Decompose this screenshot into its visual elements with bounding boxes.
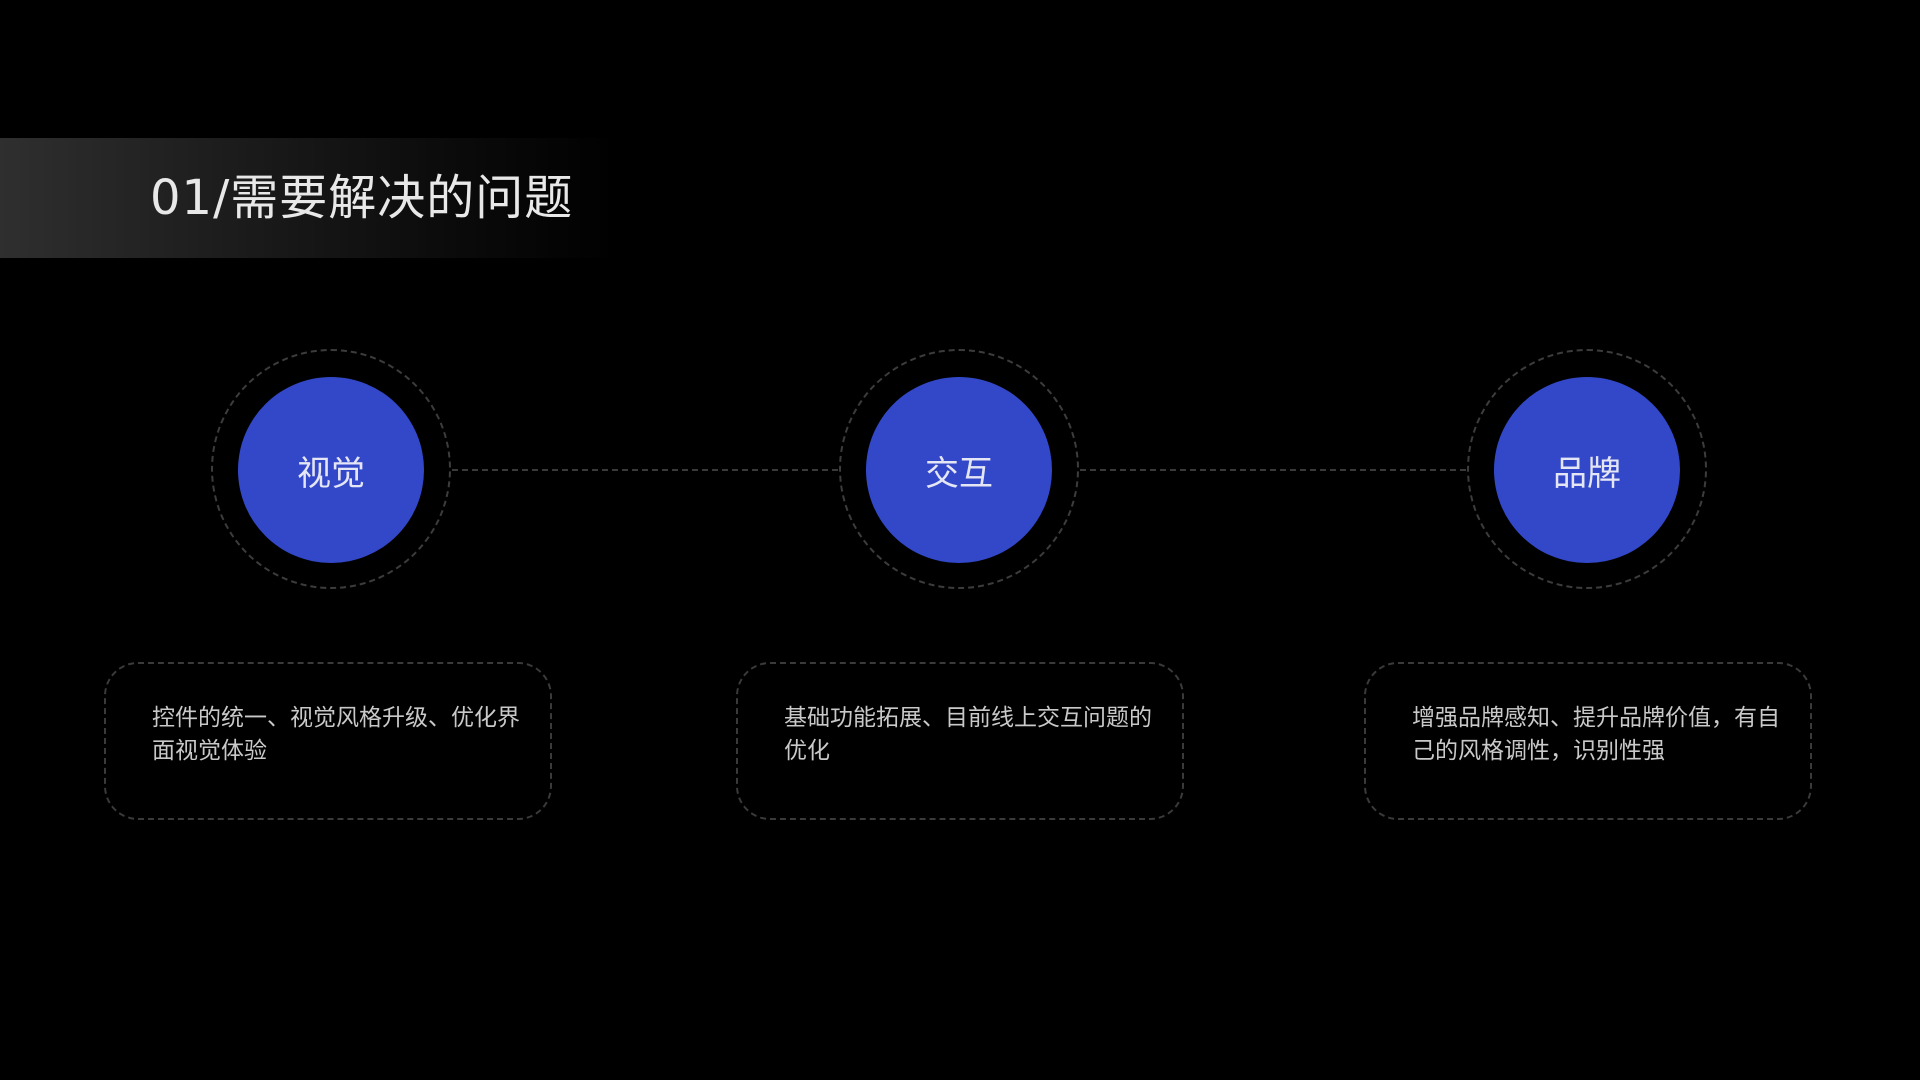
node-label-visual: 视觉 <box>297 453 365 494</box>
node-circle-interaction: 交互 <box>866 377 1052 563</box>
page-title: 01/需要解决的问题 <box>150 170 574 226</box>
title-bar <box>0 138 620 258</box>
description-text-interaction: 基础功能拓展、目前线上交互问题的优化 <box>784 705 1152 764</box>
description-text-brand: 增强品牌感知、提升品牌价值，有自己的风格调性，识别性强 <box>1412 705 1780 764</box>
node-ring-brand <box>1467 349 1707 589</box>
connector-line-2 <box>1080 469 1466 471</box>
node-circle-brand: 品牌 <box>1494 377 1680 563</box>
description-text-visual: 控件的统一、视觉风格升级、优化界面视觉体验 <box>152 705 520 764</box>
node-ring-interaction <box>839 349 1079 589</box>
node-circle-visual: 视觉 <box>238 377 424 563</box>
connector-line-1 <box>452 469 838 471</box>
description-box-interaction: 基础功能拓展、目前线上交互问题的优化 <box>736 662 1184 820</box>
node-label-brand: 品牌 <box>1553 453 1621 494</box>
node-label-interaction: 交互 <box>925 453 993 494</box>
description-box-brand: 增强品牌感知、提升品牌价值，有自己的风格调性，识别性强 <box>1364 662 1812 820</box>
node-ring-visual <box>211 349 451 589</box>
description-box-visual: 控件的统一、视觉风格升级、优化界面视觉体验 <box>104 662 552 820</box>
